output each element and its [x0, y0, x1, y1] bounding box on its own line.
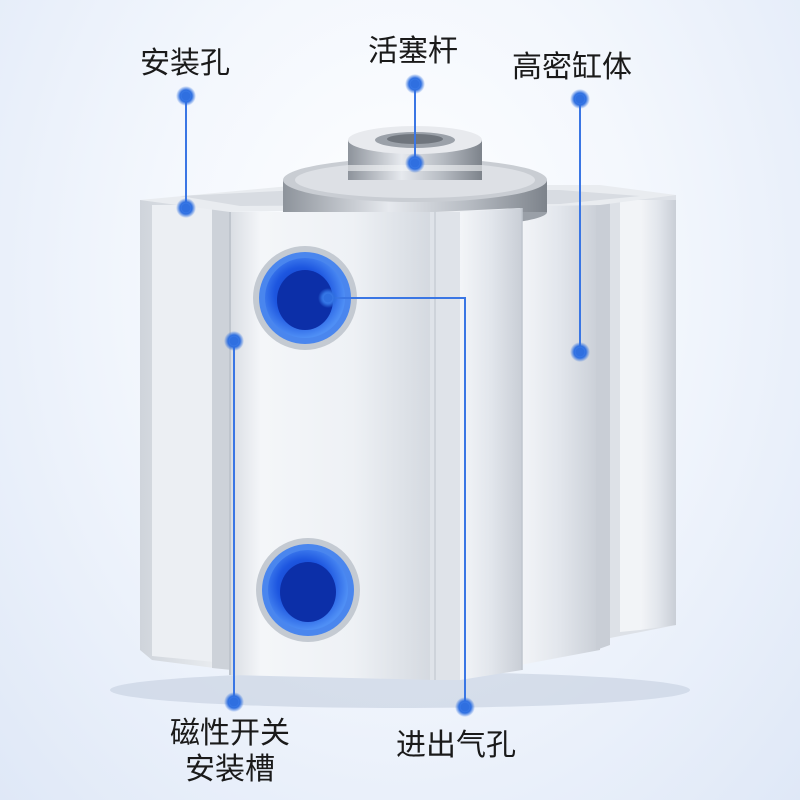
- callout-dots: [176, 74, 590, 717]
- label-magnetic-switch-slot: 磁性开关 安装槽: [160, 716, 300, 788]
- label-high-density-body: 高密缸体: [512, 50, 632, 85]
- cylinder-body-right: [520, 195, 676, 665]
- air-port-bottom: [256, 538, 360, 642]
- air-port-top: [253, 246, 357, 350]
- label-magnetic-switch-slot-line1: 磁性开关: [170, 716, 290, 751]
- label-air-inlet: 进出气孔: [396, 728, 516, 763]
- callout-lines: [185, 84, 581, 707]
- label-magnetic-switch-slot-line2: 安装槽: [185, 752, 275, 787]
- cylinder-body-left: [140, 200, 232, 670]
- label-mounting-hole: 安装孔: [140, 46, 230, 81]
- label-piston-rod: 活塞杆: [368, 34, 458, 69]
